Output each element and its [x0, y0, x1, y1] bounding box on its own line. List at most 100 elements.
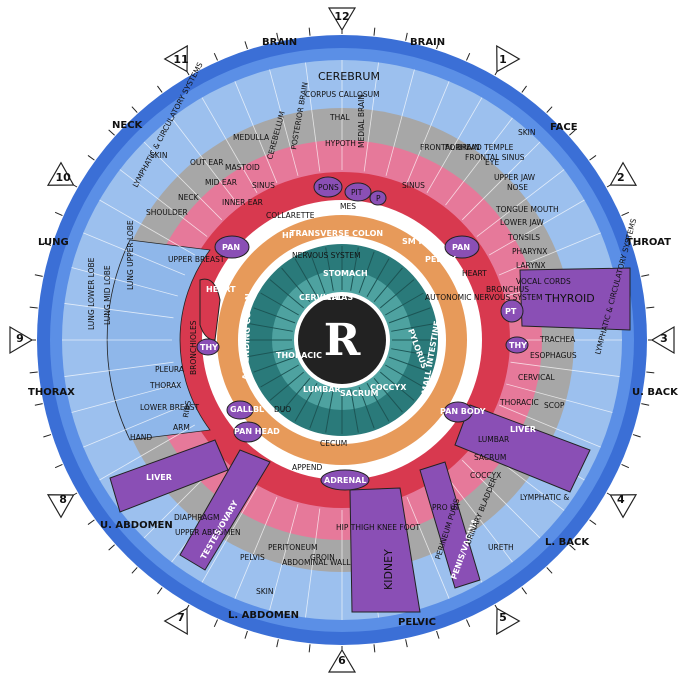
clock-triangle: [327, 648, 357, 673]
stomach-spoke: [391, 323, 435, 332]
pan-right-label: PAN: [452, 243, 470, 252]
out-ear-label: OUT EAR: [190, 158, 223, 167]
frontal-brain-label: FRONTAL BRAIN: [420, 143, 480, 152]
clock-number: 9: [16, 332, 24, 345]
zone-divider: [406, 496, 450, 599]
adrenal-oval: [320, 469, 370, 491]
kidney-block: [349, 487, 421, 613]
clock-tick: [54, 464, 63, 469]
clock-tick: [213, 52, 218, 61]
stomach-spoke: [379, 279, 415, 309]
groin-label: GROIN: [310, 553, 335, 562]
clock-tick: [546, 567, 553, 574]
clock-number: 12: [334, 10, 349, 23]
lymphatic-short-label: LYMPHATIC &: [520, 493, 569, 502]
skin-label-2: SKIN: [518, 128, 536, 137]
clock-tick: [54, 211, 63, 216]
pons-label: PONS: [318, 183, 339, 192]
hand-label: HAND: [130, 433, 152, 442]
transverse-colon-label: TRANSVERSE COLON: [290, 229, 383, 238]
stomach-spoke: [388, 307, 431, 324]
zone-divider: [445, 474, 513, 563]
spine-thoracic-label: THORACIC: [276, 351, 322, 360]
pan-body-oval: [443, 401, 473, 423]
clock-tick: [308, 644, 311, 653]
heart-left-label: HEART: [206, 285, 236, 294]
clock-marker-8: 8: [46, 493, 75, 519]
clock-tick: [466, 52, 471, 61]
stomach-spoke: [325, 389, 334, 433]
cecum-label: CECUM: [320, 439, 347, 448]
clock-marker-6: 6: [327, 648, 357, 673]
upper-abdomen-label: UPPER ABDOMEN: [175, 528, 241, 537]
clock-tick: [157, 85, 163, 93]
label-lung: LUNG: [38, 237, 69, 248]
pel-py-label: PEL PY: [425, 255, 456, 264]
larynx-label: LARYNX: [516, 261, 546, 270]
label-u-abdomen: U. ABDOMEN: [100, 520, 173, 531]
zone-divider: [305, 508, 321, 618]
zone-divider: [476, 169, 565, 237]
clock-marker-5: 5: [496, 607, 521, 636]
zone-divider: [269, 504, 299, 611]
clock-tick: [646, 306, 655, 309]
clock-triangle: [46, 494, 75, 519]
clock-number: 4: [617, 493, 625, 506]
zone-divider: [99, 199, 195, 256]
clock-tick: [436, 630, 440, 639]
stomach-spoke: [350, 389, 359, 433]
clock-tick: [646, 371, 655, 374]
pupil: [298, 296, 386, 384]
zone-divider: [201, 97, 258, 193]
stomach-spoke: [281, 267, 311, 303]
stomach-label: STOMACH: [323, 269, 368, 278]
stomach-spoke: [385, 364, 424, 388]
thy-right-label: THY: [509, 341, 527, 350]
label-brain-right: BRAIN: [410, 37, 445, 48]
pan-left-label: PAN: [222, 243, 240, 252]
trachea-label: TRACHEA: [539, 335, 576, 344]
clock-marker-7: 7: [163, 607, 188, 636]
mid-ear-label: MID EAR: [205, 178, 237, 187]
clock-tick: [108, 544, 115, 551]
zone-divider: [445, 117, 513, 206]
stomach-spoke: [294, 383, 318, 422]
heart-right-label: HEART: [462, 269, 487, 278]
stomach-spoke: [249, 323, 293, 332]
pan-body-label: PAN BODY: [440, 407, 486, 416]
clock-marker-12: 12: [327, 7, 357, 32]
zone-divider: [506, 383, 613, 413]
clock-tick: [546, 106, 553, 113]
clock-triangle: [327, 7, 357, 32]
zone-divider: [64, 361, 174, 377]
spine-atlas-label: ATLAS: [325, 293, 353, 302]
stomach-spokes: [248, 246, 436, 434]
thy-left-label: THY: [200, 343, 218, 352]
autonomic-label: AUTONOMIC NERVOUS SYSTEM: [425, 293, 543, 302]
sinus-right-label: SINUS: [402, 181, 425, 190]
center-letter: R: [324, 315, 361, 366]
thorax-inner-label: THORAX: [149, 381, 181, 390]
urethra-label: URETH: [488, 543, 514, 552]
clock-tick: [43, 242, 52, 246]
gallbl-oval: [226, 400, 254, 420]
stomach-spoke: [366, 258, 390, 297]
stomach-spoke: [260, 364, 299, 388]
zone-divider: [83, 232, 186, 276]
clock-tick: [29, 306, 38, 309]
zone-divider: [510, 361, 620, 377]
thy-left-oval: [196, 338, 220, 356]
clock-triangle: [496, 44, 521, 73]
stomach-spoke: [385, 292, 424, 316]
p-oval: [369, 190, 387, 206]
sinus-left-label: SINUS: [252, 181, 275, 190]
hip-thigh-label: HIP THIGH KNEE FOOT: [336, 523, 421, 532]
clock-marker-1: 1: [496, 44, 521, 73]
clock-tick: [244, 630, 248, 639]
pan-head-oval: [233, 421, 263, 443]
hf-label: HF: [282, 231, 294, 240]
thy-right-oval: [505, 336, 529, 354]
label-pelvic: PELVIC: [398, 617, 436, 628]
zone-divider: [498, 404, 601, 448]
clock-tick: [641, 403, 650, 406]
